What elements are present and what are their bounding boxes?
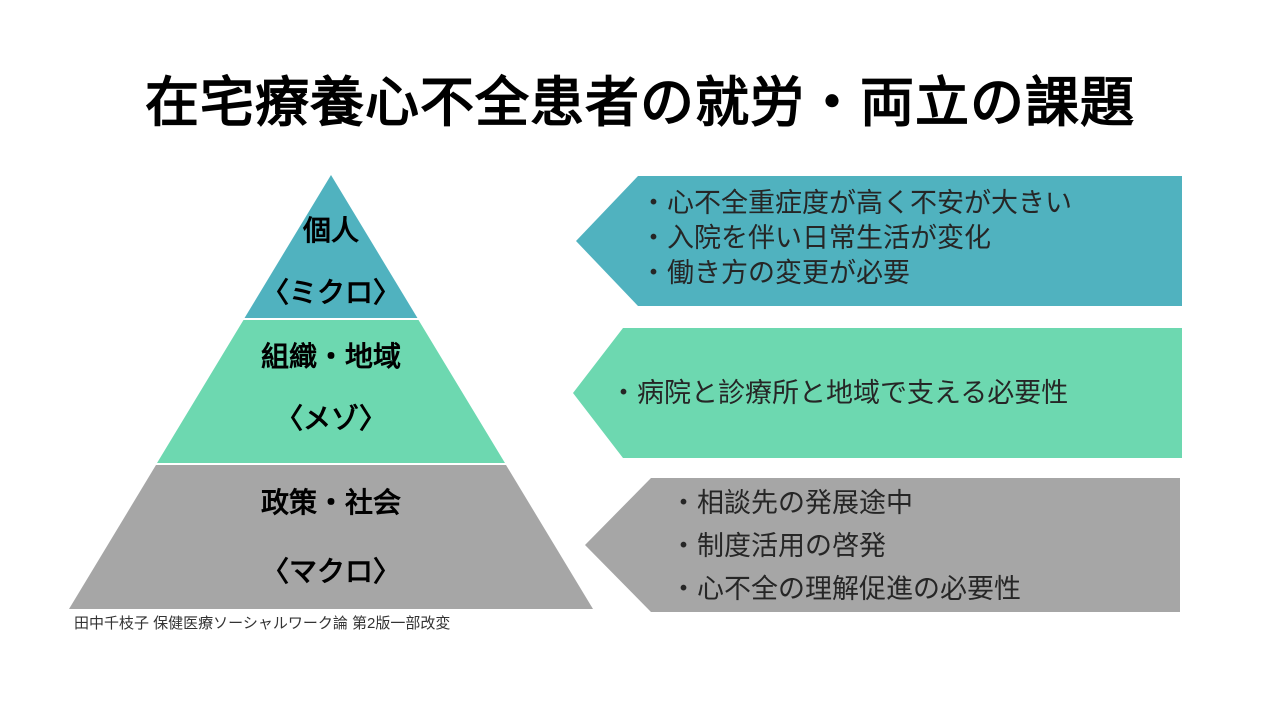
pyramid-level-macro-sublabel: 〈マクロ〉 (260, 556, 401, 587)
pyramid-level-macro-shape (69, 465, 593, 609)
callout-line: ・働き方の変更が必要 (640, 258, 910, 288)
pyramid-level-meso-sublabel: 〈メゾ〉 (274, 403, 387, 434)
callout-arrow-micro-text: ・心不全重症度が高く不安が大きい ・入院を伴い日常生活が変化 ・働き方の変更が必… (576, 176, 1182, 291)
callout-line: ・相談先の発展途中 (670, 488, 913, 518)
pyramid-level-micro-sublabel: 〈ミクロ〉 (260, 277, 401, 308)
callout-line: ・心不全重症度が高く不安が大きい (640, 188, 1072, 218)
pyramid-level-meso-label: 組織・地域 (260, 341, 401, 372)
callout-arrow-meso-text: ・病院と診療所と地域で支える必要性 (573, 328, 1182, 458)
callout-arrow-macro-text: ・相談先の発展途中 ・制度活用の啓発 ・心不全の理解促進の必要性 (585, 478, 1180, 611)
callout-arrow-micro: ・心不全重症度が高く不安が大きい ・入院を伴い日常生活が変化 ・働き方の変更が必… (576, 176, 1182, 306)
callout-line: ・病院と診療所と地域で支える必要性 (610, 377, 1069, 408)
pyramid-diagram: 個人 〈ミクロ〉 組織・地域 〈メゾ〉 政策・社会 〈マクロ〉 (69, 175, 593, 609)
callout-arrow-macro: ・相談先の発展途中 ・制度活用の啓発 ・心不全の理解促進の必要性 (585, 478, 1180, 612)
pyramid-level-micro-label: 個人 (302, 215, 359, 246)
source-citation: 田中千枝子 保健医療ソーシャルワーク論 第2版一部改変 (74, 615, 451, 632)
pyramid-level-macro-label: 政策・社会 (260, 487, 401, 518)
slide-title: 在宅療養心不全患者の就労・両立の課題 (145, 73, 1135, 134)
callout-line: ・心不全の理解促進の必要性 (670, 574, 1021, 604)
callout-arrow-meso: ・病院と診療所と地域で支える必要性 (573, 328, 1182, 458)
callout-line: ・入院を伴い日常生活が変化 (640, 223, 991, 253)
callout-line: ・制度活用の啓発 (670, 531, 886, 561)
